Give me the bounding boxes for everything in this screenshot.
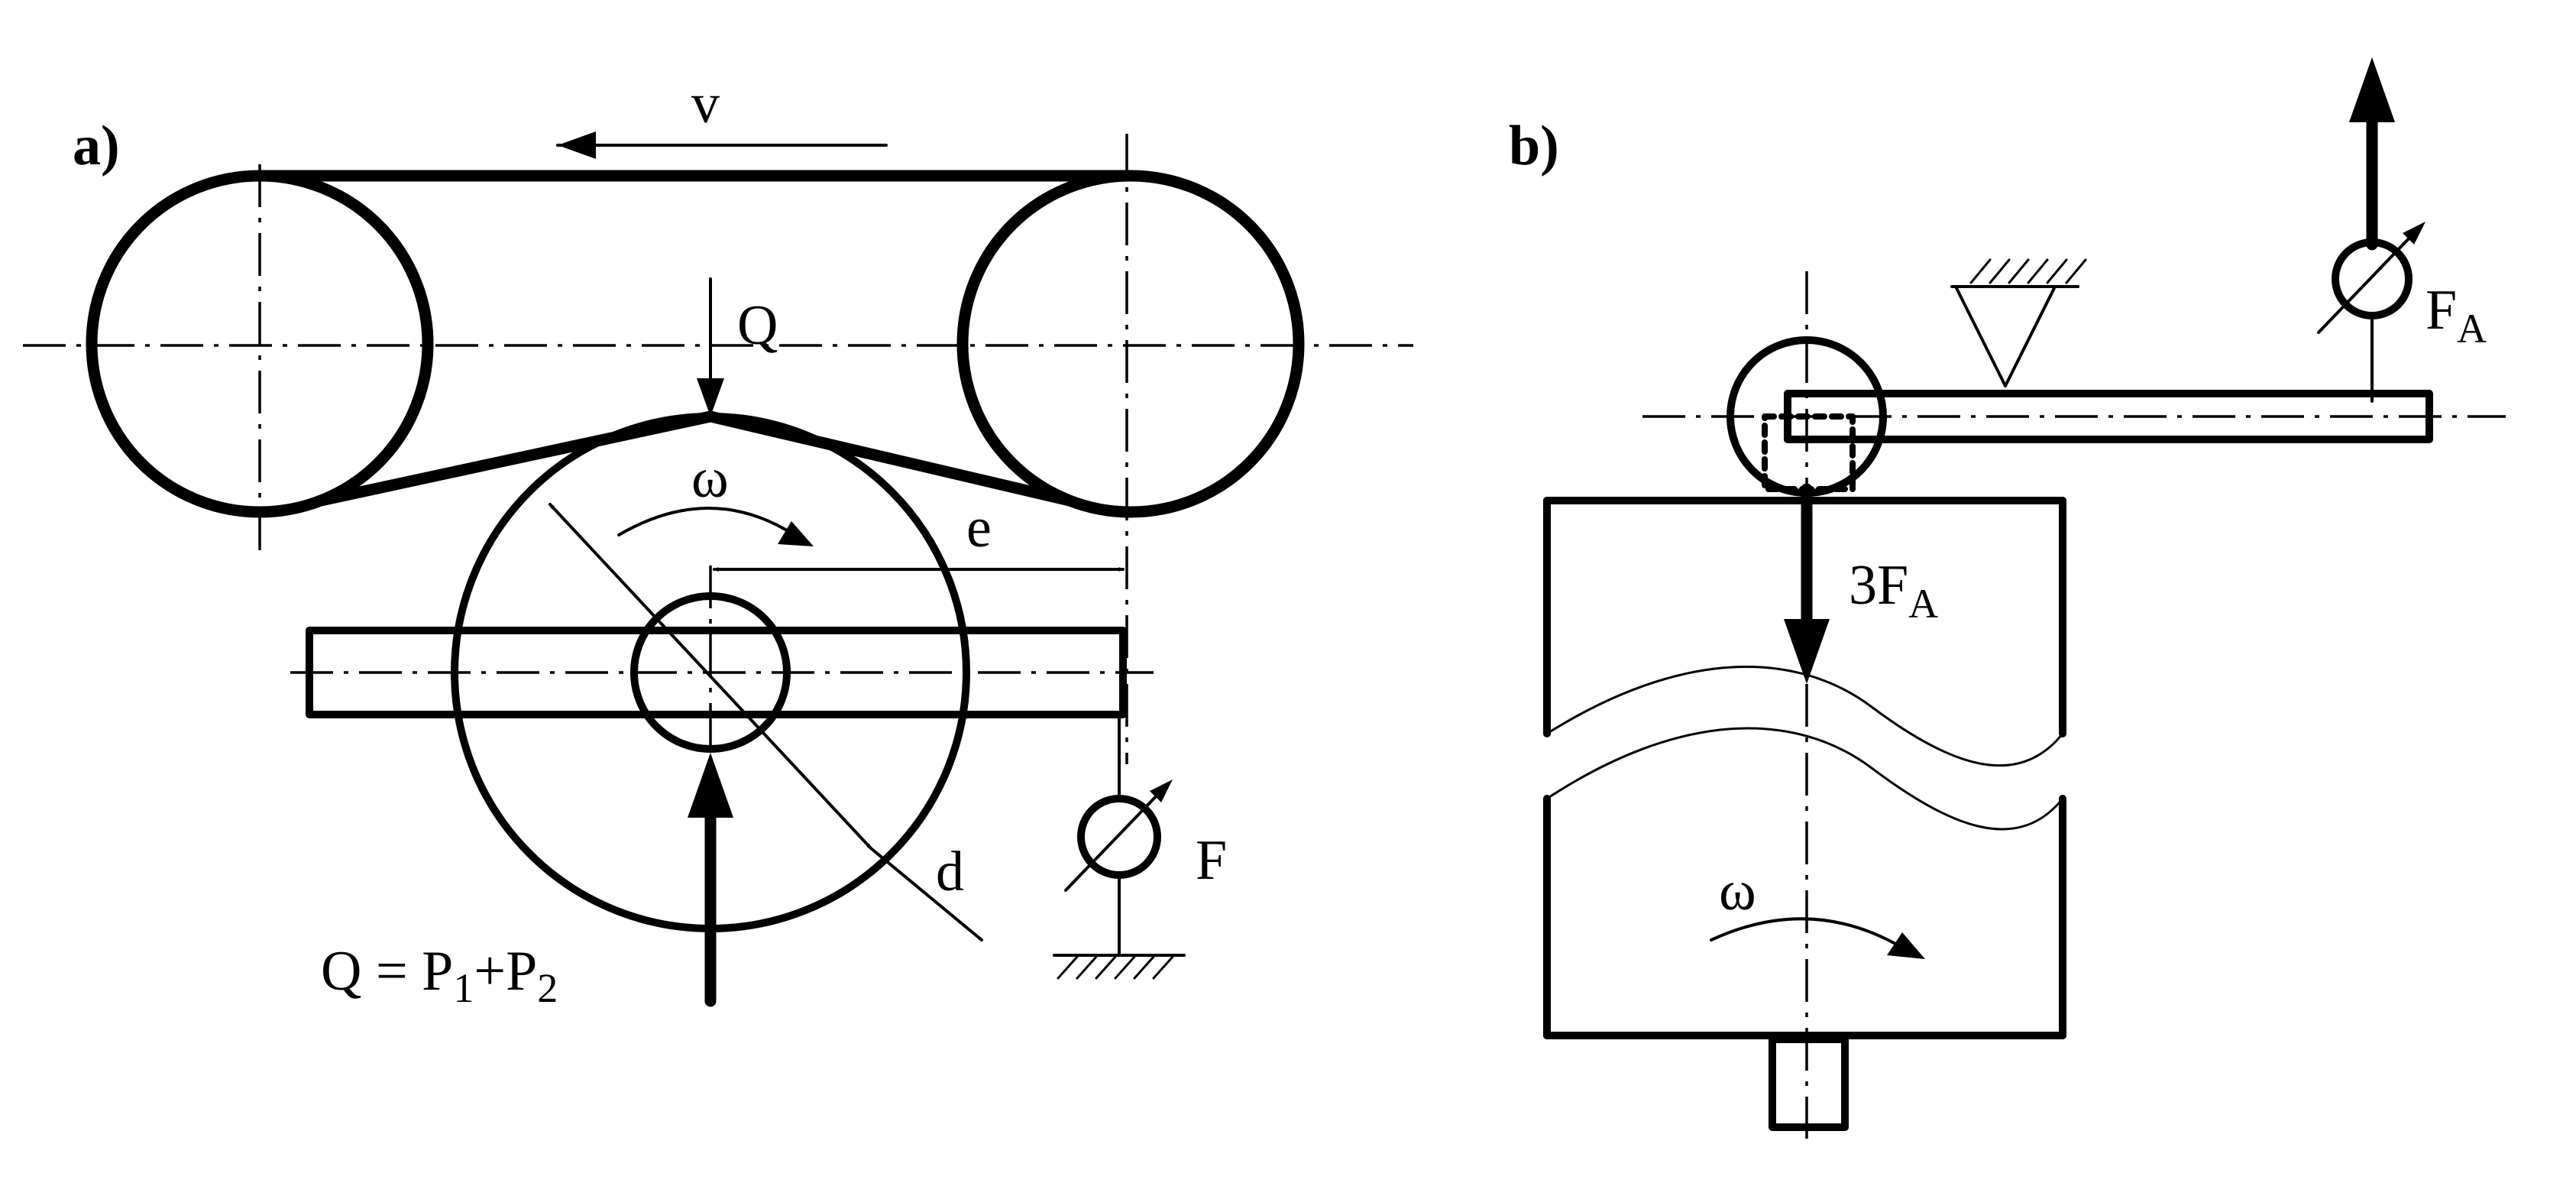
disc-omega-label: ω [691, 447, 729, 510]
velocity-label: v [691, 73, 720, 135]
panel-b: b) FA [1509, 57, 2506, 1139]
panel-a-label: a) [73, 115, 120, 177]
force-label: F [1196, 829, 1227, 892]
disc-rotation-arc [617, 507, 796, 536]
force-gauge-needle-tip [1150, 779, 1173, 802]
cylinder-rotation-arc [1710, 917, 1904, 949]
break-line-lower [1545, 727, 2064, 831]
force-gauge-b-needle [2317, 232, 2416, 334]
velocity-arrowhead [558, 131, 596, 159]
force-gauge-b-needle-tip [2403, 222, 2426, 245]
break-line-upper [1545, 666, 2064, 767]
ground-hatch-a [1057, 955, 1174, 980]
panel-a: a) v Q ω e [23, 73, 1413, 1011]
load-equation: Q = P1+P2 [321, 940, 558, 1011]
panel-b-label: b) [1509, 115, 1559, 177]
diameter-dimension [549, 503, 872, 850]
force-gauge-needle [1064, 789, 1163, 892]
pull-arrowhead [2349, 57, 2395, 122]
pivot-ground-hatch [1969, 258, 2087, 284]
applied-load-arrowhead [688, 753, 733, 818]
load-label: Q [737, 294, 778, 357]
cylinder-rotation-arrowhead [1887, 932, 1925, 959]
cylinder-omega-label: ω [1719, 860, 1756, 922]
diameter-label: d [936, 841, 964, 903]
ball-holder [1762, 413, 1856, 492]
force-top-label: FA [2426, 279, 2487, 352]
diameter-leader [869, 847, 983, 942]
load-arrowhead [697, 378, 724, 416]
pivot-triangle [1954, 285, 2057, 387]
cylinder-shaft [1769, 1036, 1849, 1131]
force-down-label: 3FA [1849, 554, 1938, 627]
right-pulley [956, 170, 1305, 518]
normal-load-arrowhead [1784, 619, 1830, 684]
eccentricity-label: e [966, 497, 992, 559]
disc-rotation-arrowhead [778, 521, 814, 546]
